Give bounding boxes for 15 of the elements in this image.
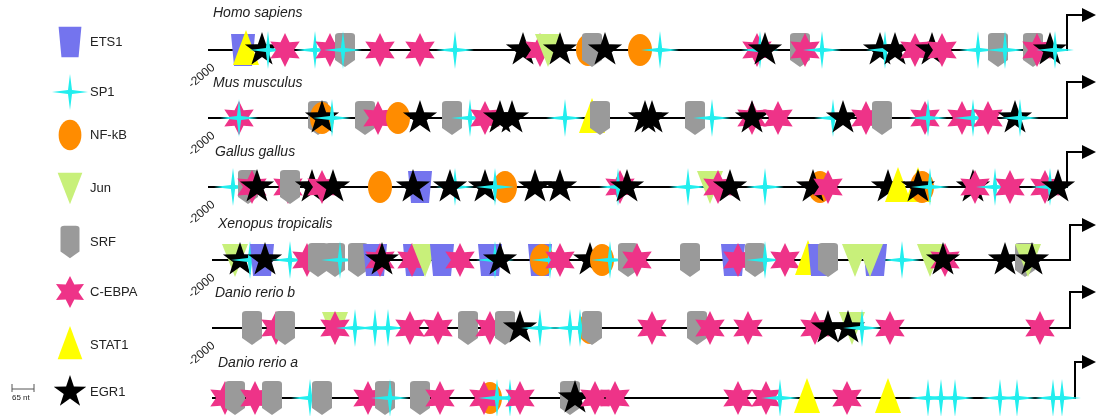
species-name: Mus musculus	[213, 74, 303, 90]
legend-label: STAT1	[90, 337, 129, 352]
species-name: Homo sapiens	[213, 4, 303, 20]
species-name: Danio rerio a	[218, 354, 299, 370]
legend-label: SP1	[90, 84, 115, 99]
legend-label: ETS1	[90, 34, 123, 49]
legend-label: Jun	[90, 180, 111, 195]
legend-label: SRF	[90, 234, 116, 249]
species-name: Gallus gallus	[215, 143, 296, 159]
species-name: Danio rerio b	[215, 284, 296, 300]
species-name: Xenopus tropicalis	[218, 215, 333, 231]
legend-label: NF-kB	[90, 127, 127, 142]
legend-label: EGR1	[90, 384, 126, 399]
scale-label: 65 nt	[12, 393, 30, 402]
legend-label: C-EBPA	[90, 284, 138, 299]
